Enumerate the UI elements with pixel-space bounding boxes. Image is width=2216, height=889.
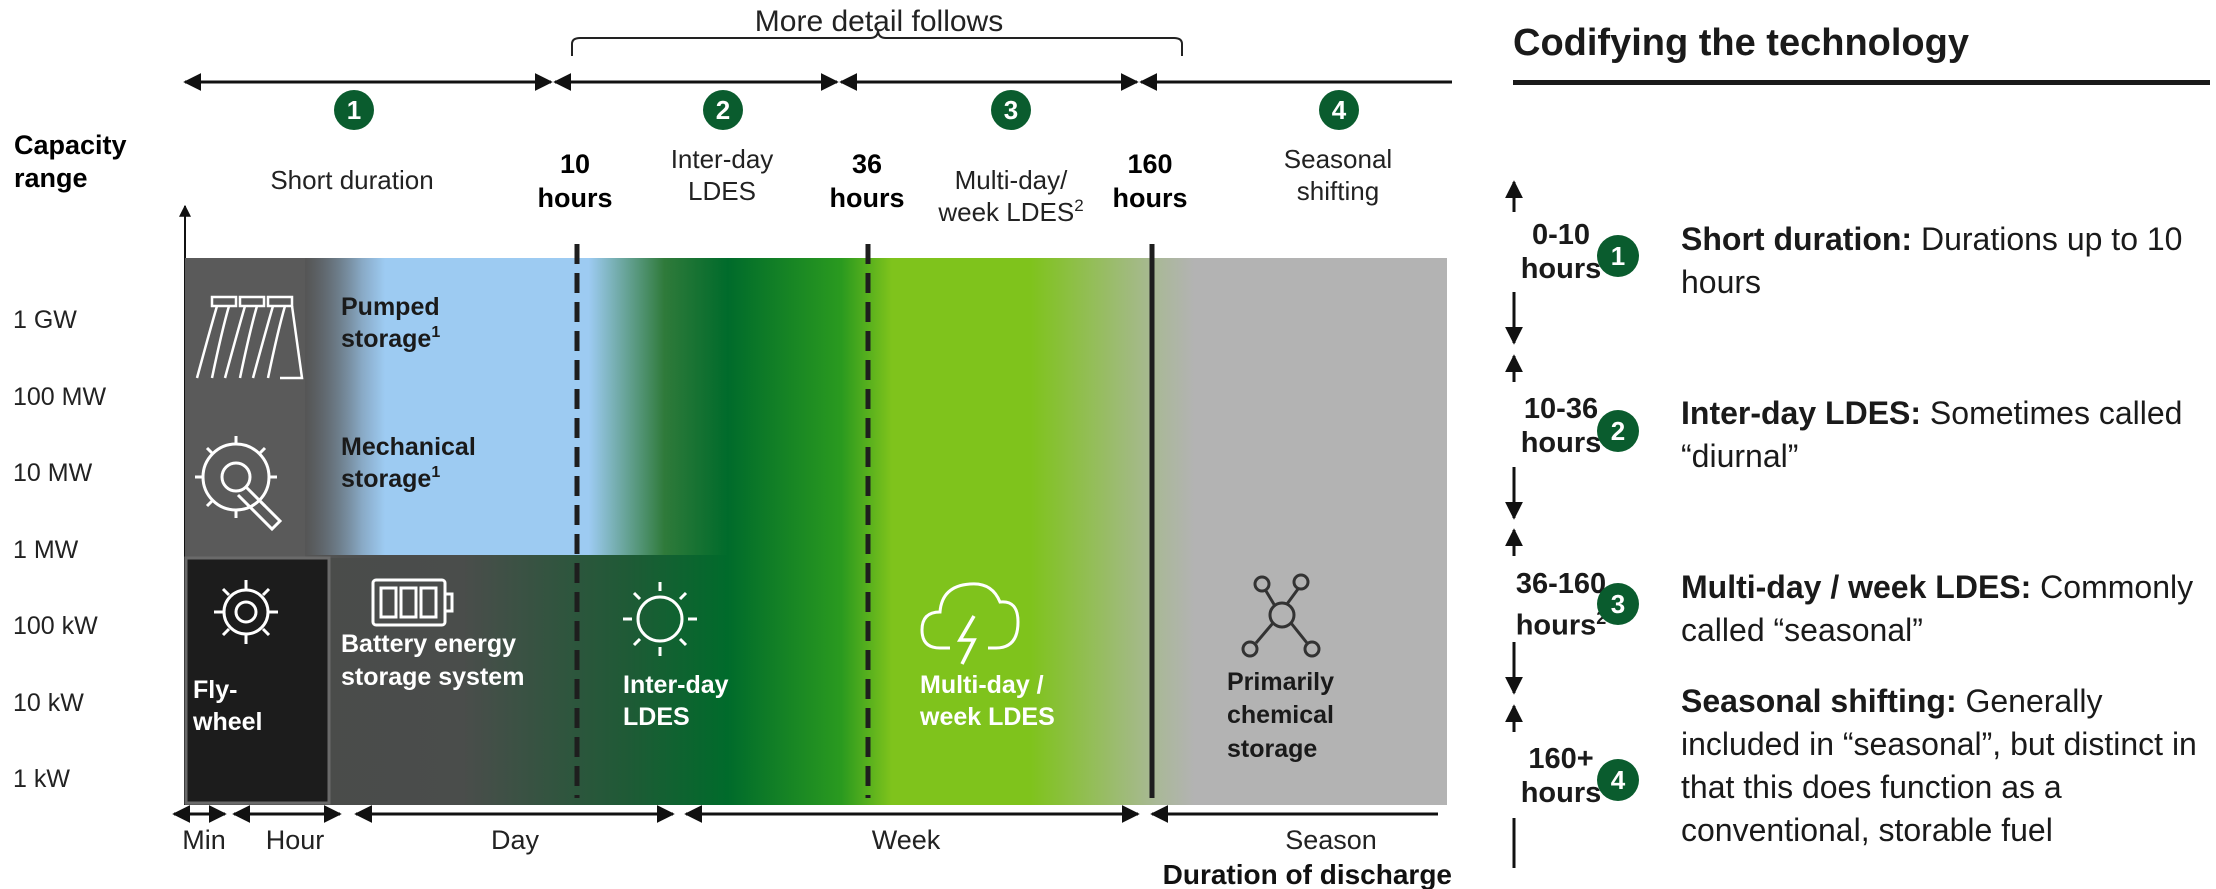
time-axis-title: Duration of discharge <box>1163 859 1452 889</box>
flywheel-icon <box>214 580 278 644</box>
range-label-4: 160+ hours <box>1500 742 1622 810</box>
item-1-badge: 1 <box>1597 235 1639 277</box>
category-4-badge <box>1319 90 1359 130</box>
multiday-ldes-label-line1: Multi-day / <box>920 671 1044 699</box>
flywheel-label-line2: wheel <box>192 708 262 736</box>
range-label-2-line2: hours <box>1520 427 1602 459</box>
category-3-number: 3 <box>1004 95 1018 125</box>
capacity-level-label: 1 MW <box>13 536 79 564</box>
item-2-description: Inter-day LDES: Sometimes called “diurna… <box>1681 395 2183 474</box>
time-label-season: Season <box>1285 825 1377 855</box>
category-1-label: Short duration <box>270 165 433 195</box>
pumped-storage-label-line2: storage1 <box>341 324 440 353</box>
time-label-hour: Hour <box>266 825 325 855</box>
flywheel-box <box>184 556 331 805</box>
category-badges: 1 2 3 4 <box>334 90 1359 130</box>
chemical-storage-label-line2: chemical <box>1227 701 1334 729</box>
time-label-day: Day <box>491 825 540 855</box>
battery-icon <box>371 578 454 627</box>
item-3-description: Multi-day / week LDES: Commonly called “… <box>1681 569 2194 648</box>
upper-band <box>185 258 1447 560</box>
chemical-storage-label-line1: Primarily <box>1227 668 1334 696</box>
capacity-level-label: 10 kW <box>13 689 84 717</box>
category-3-label-line1: Multi-day/ <box>955 165 1068 195</box>
boundary-160-number: 160 <box>1127 149 1172 179</box>
mechanical-storage-label-line1: Mechanical <box>341 433 476 461</box>
capacity-axis-title-line1: Capacity <box>14 130 127 160</box>
interday-ldes-label-line1: Inter-day <box>623 671 729 699</box>
pumped-storage-icon <box>195 295 304 380</box>
capacity-level-label: 100 kW <box>13 612 98 640</box>
molecule-icon <box>1241 573 1321 658</box>
boundary-10-number: 10 <box>560 149 590 179</box>
interday-ldes-label-line2: LDES <box>623 703 690 731</box>
item-4-description: Seasonal shifting: Generally included in… <box>1681 683 2197 848</box>
category-4-number: 4 <box>1332 95 1347 125</box>
item-1-description: Short duration: Durations up to 10 hours <box>1681 221 2183 300</box>
range-label-2: 10-36 hours <box>1500 392 1622 460</box>
boundary-36-unit: hours <box>829 183 904 213</box>
left-dark-region <box>185 258 305 558</box>
category-4-label-line1: Seasonal <box>1284 144 1392 174</box>
range-label-4-line2: hours <box>1520 777 1602 809</box>
multiday-ldes-label-line2: week LDES <box>919 703 1055 731</box>
boundary-10-unit: hours <box>537 183 612 213</box>
cloud-lightning-icon <box>920 582 1020 665</box>
range-label-2-line1: 10-36 <box>1523 393 1599 425</box>
time-label-min: Min <box>182 825 226 855</box>
category-2-label-line1: Inter-day <box>671 144 774 174</box>
battery-label-line1: Battery energy <box>341 630 516 658</box>
category-2-label-line2: LDES <box>688 176 756 206</box>
capacity-level-label: 10 MW <box>13 459 93 487</box>
category-3-badge <box>991 90 1031 130</box>
item-3-badge: 3 <box>1597 583 1639 625</box>
category-3-label-line2: week LDES2 <box>937 196 1083 227</box>
capacity-level-label: 1 kW <box>13 765 70 793</box>
capacity-levels: 1 GW 100 MW 10 MW 1 MW 100 kW 10 kW 1 kW <box>13 306 106 793</box>
capacity-axis-title-line2: range <box>14 163 88 193</box>
sun-icon <box>623 582 697 656</box>
side-panel: Codifying the technology 0-10 hours 10-3… <box>1500 0 2216 889</box>
item-4-badge: 4 <box>1597 759 1639 801</box>
pumped-storage-label-line1: Pumped <box>341 293 440 321</box>
side-panel-title: Codifying the technology <box>1513 22 1969 64</box>
category-2-number: 2 <box>716 95 730 125</box>
boundary-36-number: 36 <box>852 149 882 179</box>
time-label-week: Week <box>872 825 941 855</box>
range-label-3-line1: 36-160 <box>1515 568 1607 600</box>
chemical-storage-label-line3: storage <box>1227 735 1317 763</box>
item-2-badge: 2 <box>1597 410 1639 452</box>
capacity-level-label: 100 MW <box>13 383 106 411</box>
range-label-3: 36-160 hours2 <box>1500 567 1622 643</box>
category-1-number: 1 <box>347 95 361 125</box>
mechanical-storage-icon <box>195 436 283 532</box>
category-1-badge <box>334 90 374 130</box>
category-4-label-line2: shifting <box>1297 176 1379 206</box>
range-label-4-line1: 160+ <box>1528 743 1594 775</box>
more-detail-label: More detail follows <box>755 5 1003 38</box>
battery-label-line2: storage system <box>341 663 524 691</box>
range-label-1: 0-10 hours <box>1500 218 1622 286</box>
range-label-3-line2: hours2 <box>1515 608 1607 642</box>
side-panel-divider <box>1513 80 2210 85</box>
category-2-badge <box>703 90 743 130</box>
mechanical-storage-label-line2: storage1 <box>341 464 440 493</box>
boundary-160-unit: hours <box>1112 183 1187 213</box>
range-label-1-line2: hours <box>1520 253 1602 285</box>
range-label-1-line1: 0-10 <box>1531 219 1591 251</box>
capacity-level-label: 1 GW <box>13 306 77 334</box>
flywheel-label-line1: Fly- <box>193 676 237 704</box>
more-detail-brace <box>571 29 1183 56</box>
